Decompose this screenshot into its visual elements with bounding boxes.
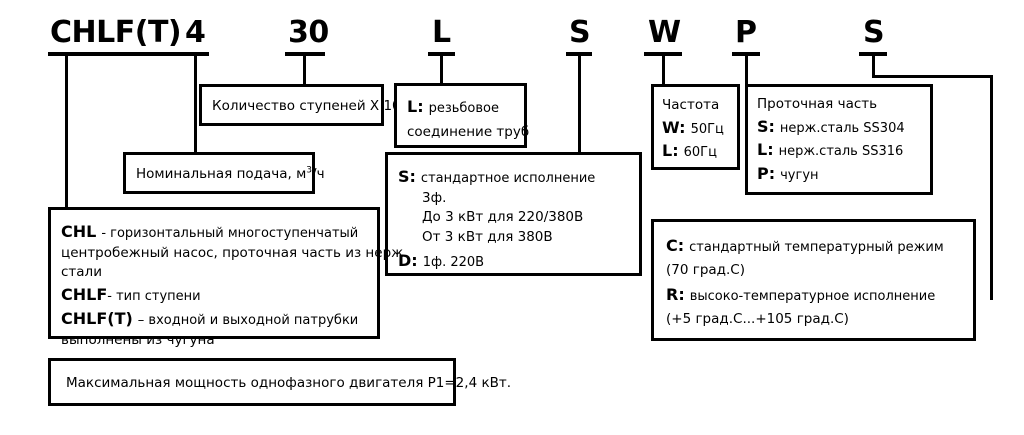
connector-motor-execution bbox=[578, 56, 581, 154]
material-key-l: L: bbox=[757, 140, 774, 160]
temperature-line-c: C: стандартный температурный режим bbox=[666, 234, 967, 258]
execution-key-s: S: bbox=[398, 167, 416, 186]
code-underline-stage-count bbox=[285, 52, 325, 56]
box-motor-execution: S: стандартное исполнение 3ф. До 3 кВт дл… bbox=[385, 152, 642, 276]
code-letter-frequency: W bbox=[648, 15, 681, 50]
code-underline-nominal-flow bbox=[181, 52, 209, 56]
nominal-flow-exponent: 3 bbox=[306, 165, 313, 176]
model-key-chlf: CHLF bbox=[61, 284, 108, 304]
frequency-w-value: 50Гц bbox=[690, 121, 724, 137]
material-s-value: нерж.сталь SS304 bbox=[779, 120, 905, 136]
box-flow-part-material: Проточная часть S:нерж.сталь SS304 L:нер… bbox=[745, 84, 933, 195]
box-model-description: CHL - горизонтальный многоступенчатый цен… bbox=[48, 207, 408, 348]
box-nominal-flow: Номинальная подача, м3/ч bbox=[123, 152, 325, 194]
model-line-chl: CHL - горизонтальный многоступенчатый bbox=[61, 220, 371, 244]
connector-temperature-across bbox=[872, 75, 993, 78]
execution-s-value-3: До 3 кВт для 220/380В bbox=[422, 209, 584, 226]
connector-pipe-connection bbox=[440, 56, 443, 85]
code-letter-nominal-flow: 4 bbox=[185, 15, 206, 50]
pipe-key: L: bbox=[407, 97, 424, 116]
material-key-s: S: bbox=[757, 116, 775, 136]
material-key-p: P: bbox=[757, 164, 776, 184]
box-stage-count: Количество ступеней X 10 bbox=[199, 84, 401, 126]
model-line-chlf: CHLF- тип ступени bbox=[61, 283, 371, 307]
pipe-line-1: L: резьбовое bbox=[407, 95, 518, 119]
model-chl-value-3: стали bbox=[61, 264, 102, 281]
temperature-c-value-2: (70 град.С) bbox=[666, 261, 745, 278]
model-chlft-value-1: – входной и выходной патрубки bbox=[137, 312, 359, 328]
temperature-r-value-1: высоко-температурное исполнение bbox=[689, 289, 936, 305]
frequency-l-value: 60Гц bbox=[683, 145, 717, 161]
code-letter-temperature-mode: S bbox=[863, 15, 885, 50]
frequency-line-w: W:50Гц bbox=[662, 116, 733, 140]
temperature-r-value-2: (+5 град.С...+105 град.С) bbox=[666, 311, 849, 328]
connector-stage-count bbox=[303, 56, 306, 86]
code-letter-model-prefix: CHLF(T) bbox=[50, 15, 182, 50]
connector-temperature-drop1 bbox=[872, 56, 875, 78]
execution-d-value-1: 1ф. 220В bbox=[422, 254, 485, 270]
code-underline-temperature-mode bbox=[859, 52, 887, 56]
temperature-key-r: R: bbox=[666, 285, 685, 305]
code-underline-motor-execution bbox=[566, 52, 592, 56]
code-letter-flow-part-material: P bbox=[735, 15, 757, 50]
execution-key-d: D: bbox=[398, 250, 418, 270]
material-line-l: L:нерж.сталь SS316 bbox=[757, 138, 924, 162]
model-chlft-value-2: выполнены из чугуна bbox=[61, 331, 215, 348]
material-l-value: нерж.сталь SS316 bbox=[778, 144, 904, 160]
code-underline-flow-part-material bbox=[732, 52, 760, 56]
temperature-key-c: C: bbox=[666, 236, 685, 255]
temperature-line-r: R:высоко-температурное исполнение bbox=[666, 283, 967, 307]
max-power-text: Максимальная мощность однофазного двигат… bbox=[66, 375, 512, 391]
code-letter-stage-count: 30 bbox=[288, 15, 329, 50]
material-title: Проточная часть bbox=[757, 96, 878, 112]
frequency-title: Частота bbox=[662, 97, 720, 113]
execution-s-value-4: От 3 кВт для 380В bbox=[422, 228, 553, 245]
code-underline-model-prefix bbox=[48, 52, 196, 56]
nominal-flow-text: Номинальная подача, м3/ч bbox=[136, 165, 325, 185]
nominal-flow-prefix: Номинальная подача, м bbox=[136, 166, 307, 182]
box-frequency: Частота W:50Гц L:60Гц bbox=[651, 84, 740, 170]
code-underline-pipe-connection bbox=[428, 52, 455, 56]
code-letter-motor-execution: S bbox=[569, 15, 591, 50]
connector-frequency bbox=[662, 56, 665, 86]
material-line-p: P:чугун bbox=[757, 162, 924, 186]
code-letter-pipe-connection: L bbox=[432, 15, 451, 50]
frequency-line-l: L:60Гц bbox=[662, 139, 733, 163]
box-max-power: Максимальная мощность однофазного двигат… bbox=[48, 358, 512, 406]
model-line-chlft: CHLF(T)– входной и выходной патрубки bbox=[61, 307, 371, 331]
execution-line-d: D:1ф. 220В bbox=[398, 249, 633, 273]
connector-flow-part-material bbox=[745, 56, 748, 86]
box-temperature-mode: C: стандартный температурный режим (70 гр… bbox=[651, 219, 976, 341]
connector-nominal-flow bbox=[194, 56, 197, 153]
pipe-value-1: резьбовое bbox=[428, 101, 500, 116]
frequency-key-w: W: bbox=[662, 117, 686, 137]
nominal-flow-suffix: /ч bbox=[312, 166, 325, 182]
model-chlf-value-1: - тип ступени bbox=[107, 288, 201, 304]
model-key-chlft: CHLF(T) bbox=[61, 308, 133, 328]
code-underline-frequency bbox=[644, 52, 682, 56]
material-p-value: чугун bbox=[780, 168, 819, 184]
box-pipe-connection: L: резьбовое соединение труб bbox=[394, 83, 530, 148]
connector-temperature-drop2 bbox=[990, 75, 993, 300]
model-key-chl: CHL bbox=[61, 222, 97, 241]
pipe-line-2: соединение труб bbox=[407, 123, 530, 140]
connector-model-prefix bbox=[65, 56, 68, 208]
model-chl-value-1: - горизонтальный многоступенчатый bbox=[101, 226, 359, 241]
temperature-c-value-1: стандартный температурный режим bbox=[689, 240, 944, 255]
stage-count-text: Количество ступеней X 10 bbox=[212, 98, 401, 114]
execution-s-value-2: 3ф. bbox=[422, 189, 447, 206]
model-chl-value-2: центробежный насос, проточная часть из н… bbox=[61, 244, 408, 261]
execution-line-s: S: стандартное исполнение bbox=[398, 165, 633, 189]
material-line-s: S:нерж.сталь SS304 bbox=[757, 115, 924, 139]
execution-s-value-1: стандартное исполнение bbox=[420, 171, 596, 186]
frequency-key-l: L: bbox=[662, 141, 679, 161]
